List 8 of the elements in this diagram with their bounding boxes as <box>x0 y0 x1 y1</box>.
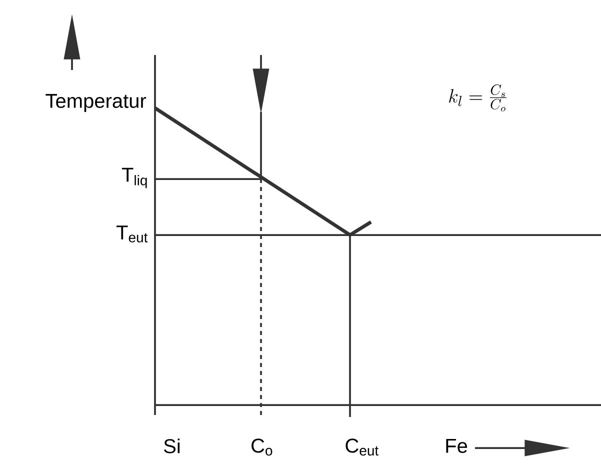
formula: $k_{l} = \frac{C_{s}}{C_{o}}$ <box>449 84 506 112</box>
tick-label: Si <box>164 438 180 454</box>
tick-label: T$_{liq}$ <box>122 168 147 188</box>
tick-label: C$_{eut}$ <box>346 438 378 456</box>
axis-label: Temperatur <box>46 94 146 112</box>
axis-label: Fe <box>446 439 468 453</box>
tick-label: T$_{eut}$ <box>116 226 148 242</box>
tick-label: C$_{o}$ <box>252 438 272 456</box>
